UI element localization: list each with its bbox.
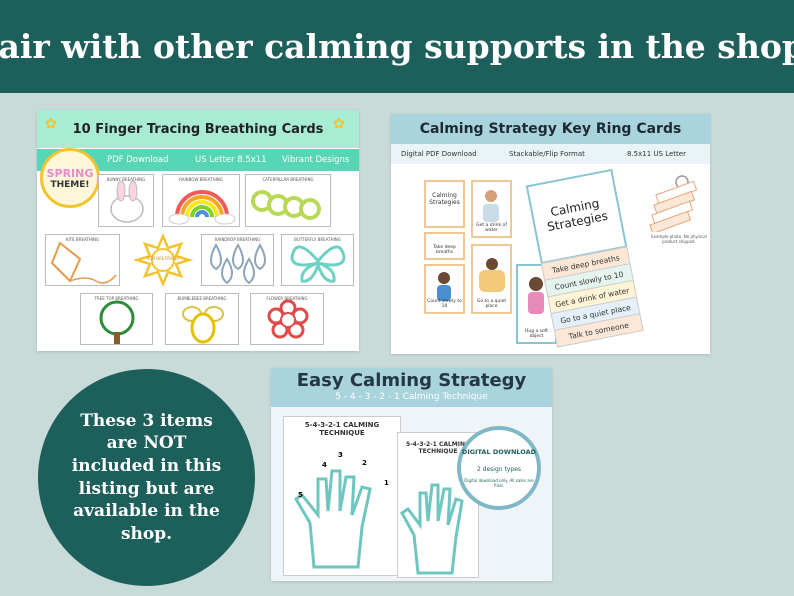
card-label: KITE BREATHING [65, 237, 100, 242]
finger-number-4: 4 [322, 461, 327, 469]
child-icon [437, 272, 451, 301]
finger-cards-info-bar: PDF Download US Letter 8.5x11 Vibrant De… [37, 149, 359, 171]
spring-badge-line2: THEME! [50, 179, 90, 190]
card-label: CATERPILLAR BREATHING [262, 177, 314, 182]
drinking-child-icon [483, 190, 499, 222]
notice-text: These 3 items are NOT included in this l… [71, 410, 222, 544]
key-ring-photo [649, 175, 698, 232]
raindrop-icon [210, 242, 266, 285]
flower-icon: ✿ [333, 116, 345, 132]
key-card: Get a drink of water [471, 180, 512, 238]
butterfly-icon [290, 245, 346, 283]
flower-card: FLOWER BREATHING [250, 293, 324, 345]
card-label: RAINDROP BREATHING [214, 237, 261, 242]
raindrop-card: RAINDROP BREATHING [201, 234, 274, 286]
flower-icon [267, 299, 309, 339]
spring-badge-line1: SPRING [46, 166, 94, 180]
photo-note: Example photo. No physical product shipp… [651, 234, 707, 244]
header-banner: Pair with other calming supports in the … [0, 0, 794, 93]
key-card-text: Get a drink of water [476, 223, 507, 233]
sun-card: SUN BREATHING [129, 232, 197, 288]
calming-strategy-subtitle: 5 - 4 - 3 - 2 - 1 Calming Technique [271, 392, 552, 407]
kite-icon [50, 241, 117, 284]
spring-theme-badge: SPRING THEME! [40, 148, 100, 208]
caterpillar-icon [251, 190, 321, 220]
finger-tracing-cards-preview: 10 Finger Tracing Breathing Cards ✿ ✿ PD… [37, 110, 359, 351]
key-ring-style: Stackable/Flip Format [509, 150, 585, 158]
key-card-text: Count slowly to 10 [427, 299, 462, 309]
caterpillar-card: CATERPILLAR BREATHING [245, 174, 331, 227]
worksheet-1: 5-4-3-2-1 CALMING TECHNIQUE 5 4 3 2 1 [283, 416, 401, 576]
rainbow-icon [168, 190, 236, 225]
key-card-text: Hug a soft object [524, 329, 549, 339]
key-ring-format: Digital PDF Download [401, 150, 477, 158]
bumblebee-icon [182, 306, 224, 344]
finger-number-1: 1 [384, 479, 389, 487]
hand-outline-icon [400, 483, 464, 575]
finger-number-2: 2 [362, 459, 367, 467]
finger-cards-size: US Letter 8.5x11 [195, 155, 267, 165]
tree-card: TREE TOP BREATHING [80, 293, 153, 345]
tree-icon [99, 300, 135, 344]
not-included-notice: These 3 items are NOT included in this l… [38, 369, 255, 586]
finger-cards-title: 10 Finger Tracing Breathing Cards [37, 110, 359, 148]
finger-number-3: 3 [338, 451, 343, 459]
finger-cards-brand: Vibrant Designs [282, 155, 350, 165]
key-card-text: Take deep breaths [433, 245, 456, 255]
bumblebee-card: BUMBLEBEE BREATHING [165, 293, 239, 345]
sun-card-center-label: SUN BREATHING [146, 256, 180, 261]
finger-cards-format: PDF Download [107, 155, 169, 165]
key-card-text: Go to a quiet place [476, 299, 507, 309]
key-ring-size: 8.5x11 US Letter [627, 150, 686, 158]
butterfly-card: BUTTERFLY BREATHING [281, 234, 354, 286]
card-label: TREE TOP BREATHING [94, 296, 139, 301]
badge-note: Digital download only. All sales are fin… [464, 478, 534, 488]
badge-title: DIGITAL DOWNLOAD [461, 448, 537, 456]
key-card-heading: Calming Strategies [429, 192, 460, 206]
banner-title: Pair with other calming supports in the … [0, 27, 794, 66]
kite-card: KITE BREATHING [45, 234, 120, 286]
rainbow-card: RAINBOW BREATHING [162, 174, 240, 227]
card-label: BUTTERFLY BREATHING [294, 237, 341, 242]
key-card: Take deep breaths [424, 232, 465, 260]
hand-outline-icon [293, 469, 372, 569]
card-label: RAINBOW BREATHING [179, 177, 223, 182]
key-card: Count slowly to 10 [424, 264, 465, 314]
sun-icon [132, 232, 194, 288]
bunny-icon [110, 180, 144, 223]
ring-heading-text: Calming Strategies [546, 196, 609, 235]
bunny-card: BUNNY BREATHING [98, 174, 154, 227]
card-label: FLOWER BREATHING [266, 296, 308, 301]
calming-strategy-title: Easy Calming Strategy [271, 368, 552, 392]
card-label: BUNNY BREATHING [106, 177, 146, 182]
badge-types: 2 design types [476, 466, 522, 473]
finger-number-5: 5 [298, 491, 303, 499]
worksheet-heading: 5-4-3-2-1 CALMING TECHNIQUE [406, 441, 470, 455]
quiet-child-icon [479, 258, 505, 292]
worksheet-heading: 5-4-3-2-1 CALMING TECHNIQUE [304, 421, 380, 437]
calming-strategy-preview: Easy Calming Strategy 5 - 4 - 3 - 2 - 1 … [271, 368, 552, 581]
key-card: Go to a quiet place [471, 244, 512, 314]
key-ring-title: Calming Strategy Key Ring Cards [391, 114, 710, 144]
card-label: BUMBLEBEE BREATHING [177, 296, 227, 301]
key-card: Calming Strategies [424, 180, 465, 228]
flower-icon: ✿ [45, 116, 57, 132]
hugging-child-icon [528, 277, 544, 314]
key-ring-info-bar: Digital PDF Download Stackable/Flip Form… [391, 144, 710, 164]
digital-download-badge: DIGITAL DOWNLOAD 2 design types Digital … [457, 426, 541, 510]
